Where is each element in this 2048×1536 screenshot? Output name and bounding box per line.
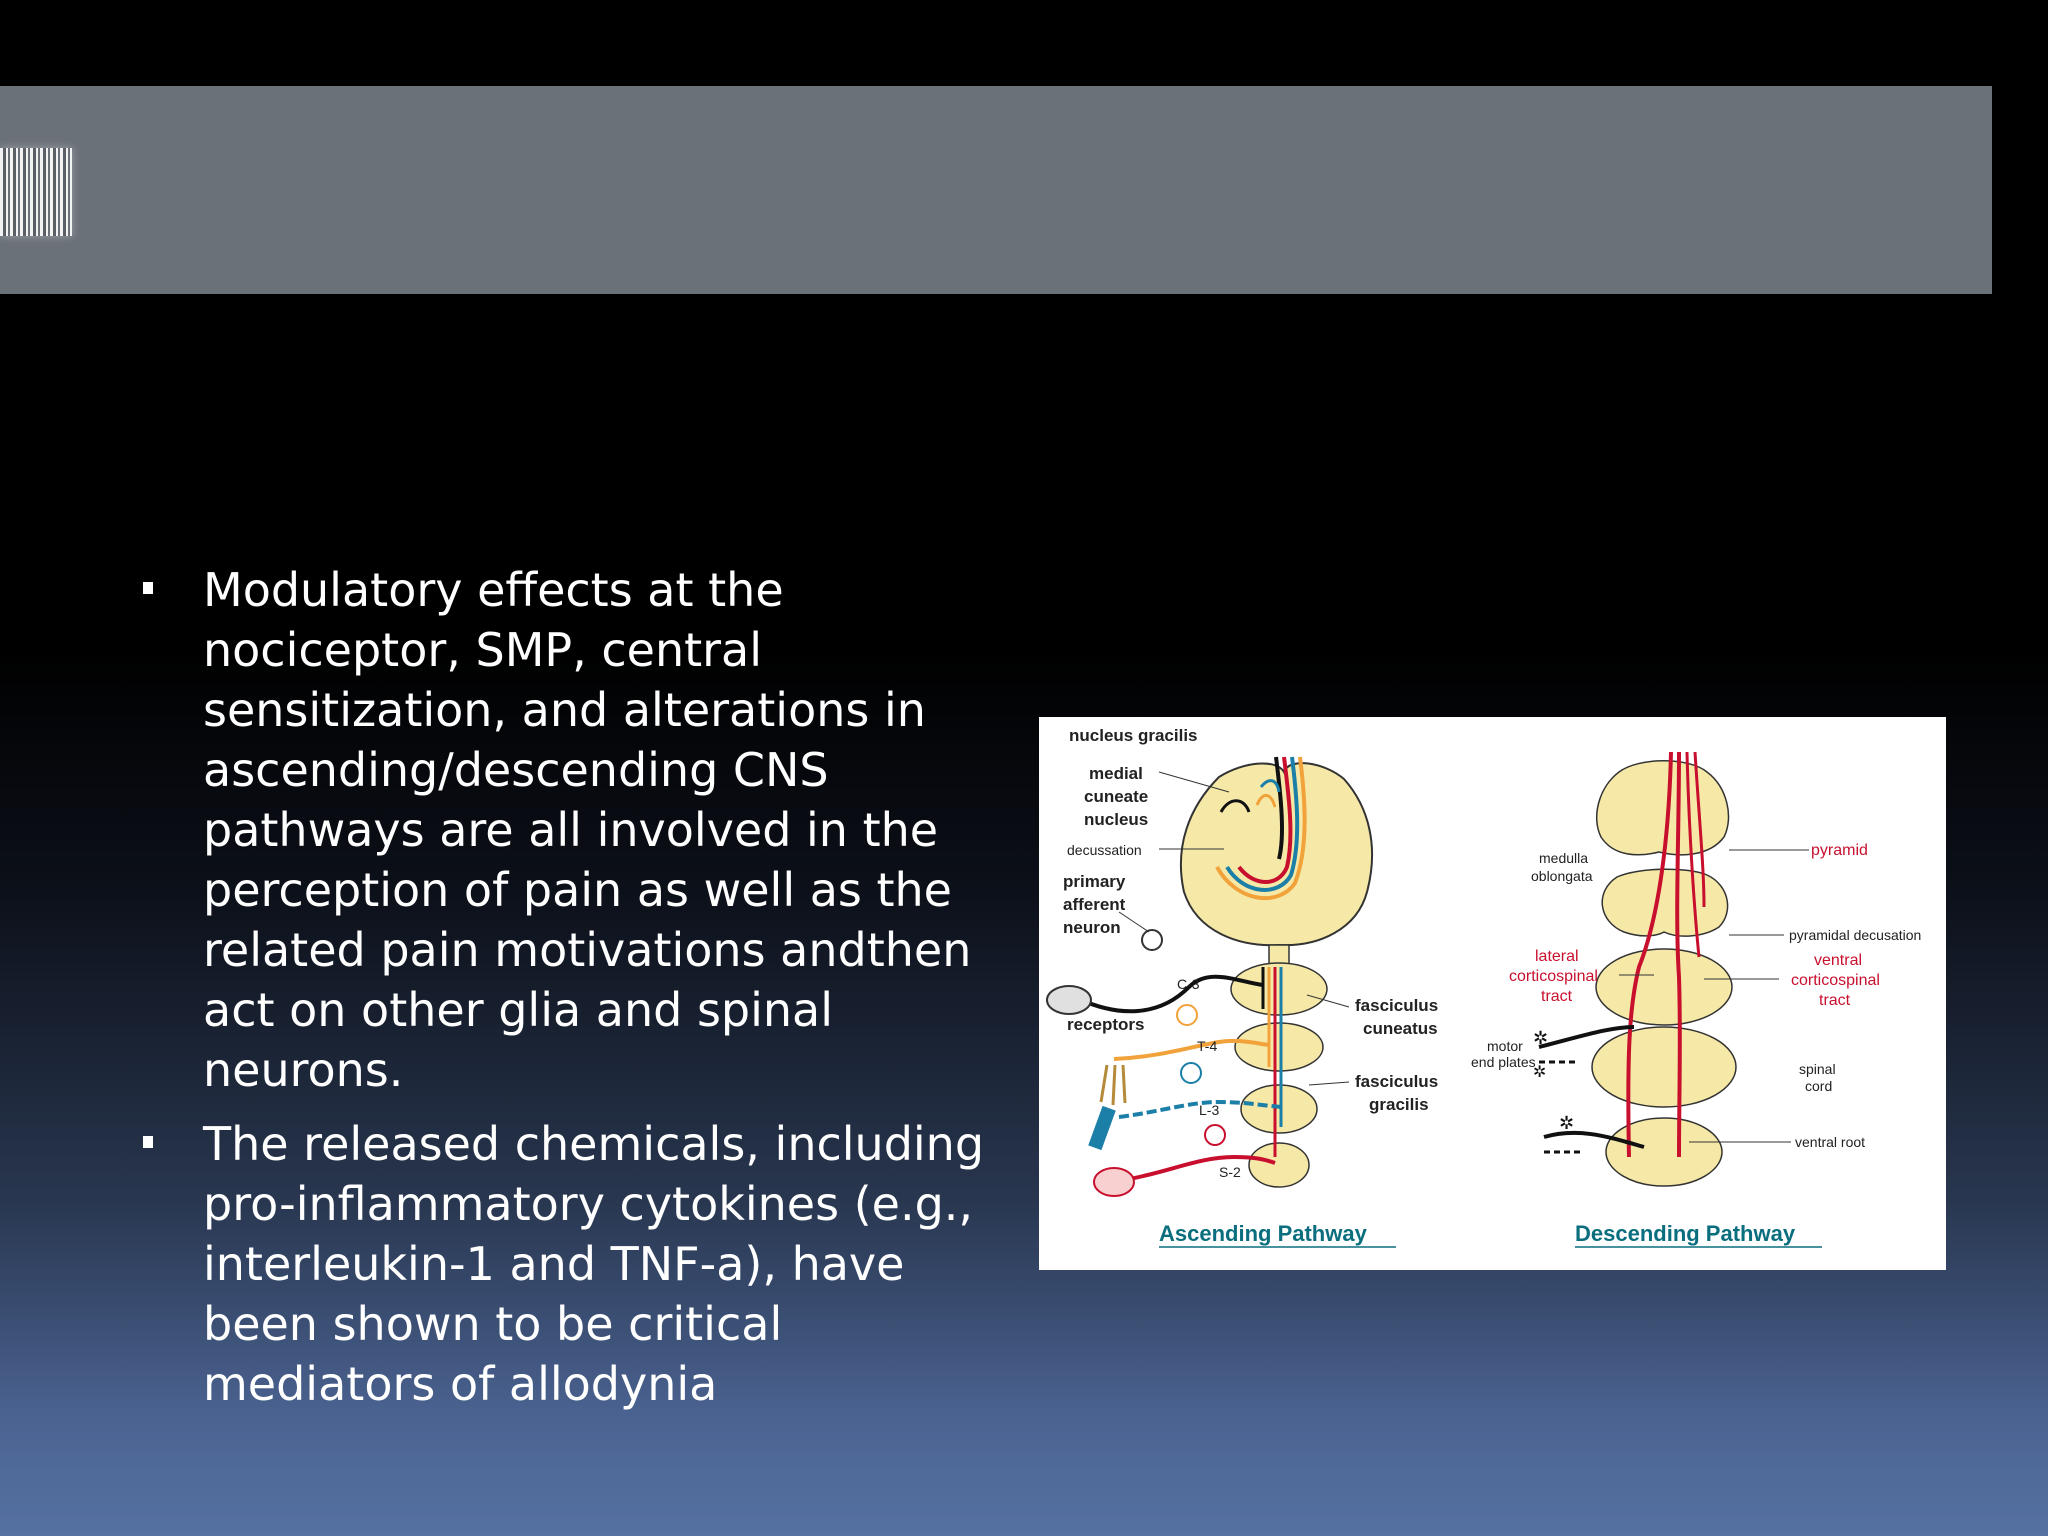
label-oblongata: oblongata <box>1531 868 1593 884</box>
label-medial: medial <box>1089 764 1143 783</box>
ascending-pathway: nucleus gracilis medial cuneate nucleus … <box>1046 726 1438 1248</box>
label-nucleus: nucleus <box>1084 810 1148 829</box>
barcode-decoration <box>0 148 72 236</box>
label-nucleus-gracilis: nucleus gracilis <box>1069 726 1198 745</box>
label-cuneate: cuneate <box>1084 787 1148 806</box>
bullet-text: The released chemicals, including pro-in… <box>203 1117 985 1411</box>
label-fasciculus-2: fasciculus <box>1355 1072 1438 1091</box>
square-bullet-icon <box>143 1136 153 1148</box>
svg-text:✲: ✲ <box>1533 1028 1548 1049</box>
label-s2: S-2 <box>1219 1164 1241 1180</box>
label-fasciculus-1: fasciculus <box>1355 996 1438 1015</box>
label-neuron: neuron <box>1063 918 1121 937</box>
label-motor: motor <box>1487 1038 1523 1054</box>
label-corticospinal-lateral: corticospinal <box>1509 968 1598 985</box>
label-primary: primary <box>1063 872 1126 891</box>
label-ventral: ventral <box>1814 952 1862 969</box>
label-receptors: receptors <box>1067 1015 1144 1034</box>
pathway-diagram: nucleus gracilis medial cuneate nucleus … <box>1046 726 1921 1248</box>
bullet-item: The released chemicals, including pro-in… <box>135 1114 1015 1414</box>
title-bar <box>0 86 1992 294</box>
label-decussation: decussation <box>1067 842 1142 858</box>
label-afferent: afferent <box>1063 895 1126 914</box>
bullet-item: Modulatory effects at the nociceptor, SM… <box>135 560 1015 1100</box>
label-pyramid: pyramid <box>1811 842 1868 859</box>
label-end-plates: end plates <box>1471 1054 1536 1070</box>
label-gracilis: gracilis <box>1369 1095 1429 1114</box>
descending-pathway: ✲ ✲ ✲ medulla oblongata pyramid pyramida… <box>1471 751 1921 1248</box>
label-t4: T-4 <box>1197 1038 1217 1054</box>
pathway-figure: nucleus gracilis medial cuneate nucleus … <box>1039 717 1946 1270</box>
label-pyramidal-decussation: pyramidal decusation <box>1789 927 1921 943</box>
label-ventral-root: ventral root <box>1795 1134 1865 1150</box>
label-lateral: lateral <box>1535 948 1579 965</box>
square-bullet-icon <box>143 582 153 594</box>
label-l3: L-3 <box>1199 1102 1219 1118</box>
label-corticospinal-ventral: corticospinal <box>1791 972 1880 989</box>
label-spinal: spinal <box>1799 1061 1836 1077</box>
label-tract-ventral: tract <box>1819 992 1851 1009</box>
label-tract-lateral: tract <box>1541 988 1573 1005</box>
descending-caption: Descending Pathway <box>1575 1221 1796 1246</box>
label-cord: cord <box>1805 1078 1832 1094</box>
label-c3: C-3 <box>1177 976 1200 992</box>
ascending-caption: Ascending Pathway <box>1159 1221 1368 1246</box>
label-cuneatus: cuneatus <box>1363 1019 1438 1038</box>
bullet-text: Modulatory effects at the nociceptor, SM… <box>203 563 972 1097</box>
bullet-list: Modulatory effects at the nociceptor, SM… <box>135 560 1015 1428</box>
svg-text:✲: ✲ <box>1559 1113 1574 1134</box>
svg-text:✲: ✲ <box>1533 1062 1546 1081</box>
label-medulla: medulla <box>1539 850 1588 866</box>
